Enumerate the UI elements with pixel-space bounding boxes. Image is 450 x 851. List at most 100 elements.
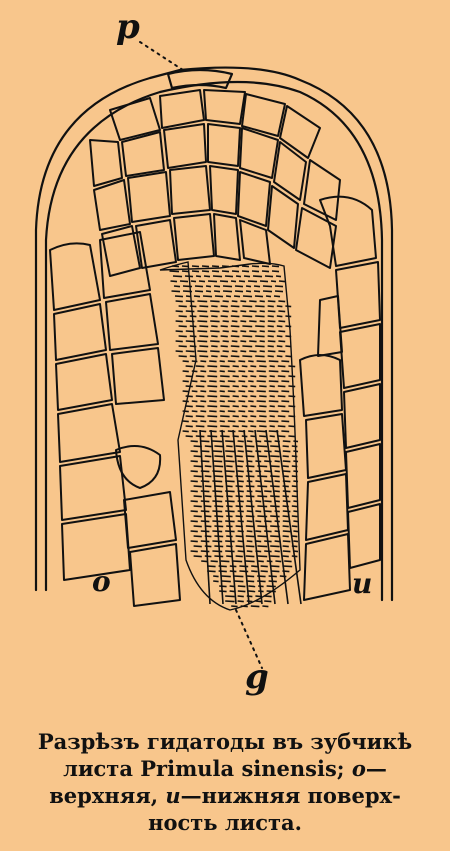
tracheid-stroke xyxy=(225,501,234,502)
tracheid-stroke xyxy=(275,451,280,452)
tracheid-stroke xyxy=(226,536,232,537)
tracheid-stroke xyxy=(257,361,266,362)
tracheid-stroke xyxy=(257,556,267,557)
tracheid-stroke xyxy=(223,311,229,312)
tracheid-stroke xyxy=(240,321,246,322)
tracheid-stroke xyxy=(211,356,217,357)
tracheid-stroke xyxy=(281,361,289,362)
tracheid-stroke xyxy=(208,281,217,282)
tracheid-stroke xyxy=(186,366,193,367)
tracheid-stroke xyxy=(240,301,246,302)
tracheid-stroke xyxy=(239,281,245,282)
tracheid-stroke xyxy=(225,451,234,452)
tracheid-stroke xyxy=(283,546,289,547)
tracheid-stroke xyxy=(238,381,245,382)
tracheid-stroke xyxy=(264,601,271,602)
tracheid-stroke xyxy=(183,401,189,402)
tracheid-stroke xyxy=(292,496,298,497)
tracheid-stroke xyxy=(259,436,266,437)
tracheid-stroke xyxy=(196,426,205,427)
tracheid-stroke xyxy=(270,376,275,377)
tracheid-stroke xyxy=(194,476,202,477)
tracheid-stroke xyxy=(270,386,275,387)
tracheid-stroke xyxy=(283,461,291,462)
tracheid-stroke xyxy=(250,416,256,417)
tracheid-stroke xyxy=(283,491,291,492)
tracheid-stroke xyxy=(238,551,244,552)
tracheid-stroke xyxy=(288,396,295,397)
tracheid-stroke xyxy=(176,351,183,352)
tracheid-stroke xyxy=(194,466,202,467)
tracheid-stroke xyxy=(186,311,195,312)
tracheid-stroke xyxy=(248,411,253,412)
tracheid-stroke xyxy=(222,266,229,267)
tracheid-stroke xyxy=(210,311,219,312)
tracheid-stroke xyxy=(207,396,217,397)
tracheid-stroke xyxy=(240,311,246,312)
tracheid-stroke xyxy=(270,456,279,457)
tracheid-stroke xyxy=(201,551,210,552)
tracheid-stroke xyxy=(232,321,238,322)
tracheid-stroke xyxy=(191,441,198,442)
tracheid-stroke xyxy=(196,396,205,397)
tracheid-stroke xyxy=(225,441,234,442)
tracheid-stroke xyxy=(283,536,289,537)
tracheid-stroke xyxy=(197,301,207,302)
tracheid-stroke xyxy=(257,421,266,422)
tracheid-stroke xyxy=(205,476,212,477)
tracheid-stroke xyxy=(267,586,276,587)
tracheid-stroke xyxy=(192,271,199,272)
tracheid-stroke xyxy=(214,286,220,287)
tracheid-stroke xyxy=(257,456,267,457)
tracheid-stroke xyxy=(277,356,283,357)
tracheid-stroke xyxy=(275,561,281,562)
tracheid-stroke xyxy=(213,276,222,277)
tracheid-stroke xyxy=(288,416,295,417)
tracheid-stroke xyxy=(197,321,207,322)
tracheid-stroke xyxy=(257,476,267,477)
tracheid-stroke xyxy=(199,356,208,357)
tracheid-stroke xyxy=(246,476,255,477)
tracheid-stroke xyxy=(270,536,279,537)
tracheid-stroke xyxy=(201,451,210,452)
tracheid-stroke xyxy=(238,596,244,597)
tracheid-stroke xyxy=(186,351,195,352)
tracheid-stroke xyxy=(257,401,266,402)
tracheid-stroke xyxy=(205,446,212,447)
leader-p xyxy=(140,42,186,72)
tracheid-stroke xyxy=(246,506,255,507)
tracheid-stroke xyxy=(250,366,256,367)
tracheid-stroke xyxy=(191,531,198,532)
tracheid-stroke xyxy=(226,296,231,297)
tracheid-stroke xyxy=(268,341,276,342)
tracheid-stroke xyxy=(186,426,193,427)
tracheid-stroke xyxy=(194,556,202,557)
tracheid-stroke xyxy=(283,466,289,467)
tracheid-stroke xyxy=(205,456,212,457)
tracheid-stroke xyxy=(194,536,202,537)
tracheid-stroke xyxy=(196,386,205,387)
tracheid-stroke xyxy=(233,366,239,367)
tracheid-stroke xyxy=(179,326,187,327)
tracheid-stroke xyxy=(212,266,219,267)
tracheid-stroke xyxy=(257,391,266,392)
tracheid-stroke xyxy=(209,421,216,422)
tracheid-stroke xyxy=(278,416,286,417)
tracheid-stroke xyxy=(191,551,198,552)
tracheid-stroke xyxy=(226,446,232,447)
tracheid-stroke xyxy=(194,526,202,527)
tracheid-stroke xyxy=(183,421,189,422)
tracheid-stroke xyxy=(228,401,236,402)
tracheid-stroke xyxy=(270,396,275,397)
tracheid-stroke xyxy=(201,501,210,502)
tracheid-stroke xyxy=(186,416,193,417)
tracheid-stroke xyxy=(236,276,241,277)
caption-line-2-italic: о xyxy=(352,756,366,781)
tracheid-stroke xyxy=(239,566,248,567)
tracheid-stroke xyxy=(183,286,192,287)
tracheid-stroke xyxy=(292,526,298,527)
tracheid-stroke xyxy=(238,451,244,452)
tracheid-stroke xyxy=(251,606,260,607)
tracheid-stroke xyxy=(221,306,228,307)
tracheid-stroke xyxy=(285,356,291,357)
